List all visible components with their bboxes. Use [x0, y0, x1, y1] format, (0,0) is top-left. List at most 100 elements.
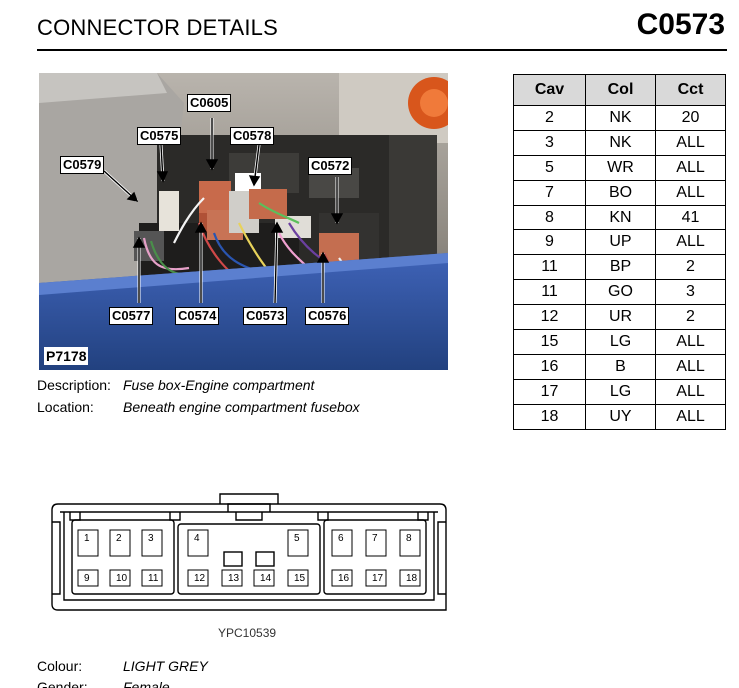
cell-col: WR [585, 154, 656, 181]
cell-col: NK [585, 129, 656, 156]
cell-cav: 11 [513, 254, 586, 281]
pin-number: 18 [406, 573, 418, 584]
pin-number: 13 [228, 573, 240, 584]
cell-cct: 41 [655, 204, 726, 231]
pin-cavity [109, 529, 131, 557]
cell-cct: ALL [655, 179, 726, 206]
pin-cavity [331, 569, 353, 587]
pin-number: 4 [194, 533, 200, 544]
location-value: Beneath engine compartment fusebox [123, 399, 360, 415]
pin-cavity [109, 569, 131, 587]
photo-reference: P7178 [44, 347, 89, 365]
cell-cav: 17 [513, 378, 586, 405]
gender-value: Female [123, 679, 170, 688]
pin-cavity [187, 529, 209, 557]
pin-cavity [77, 569, 99, 587]
photo-label-c0578: C0578 [230, 127, 275, 145]
pin-cavity [287, 529, 309, 557]
cell-col: GO [585, 279, 656, 306]
description-value: Fuse box-Engine compartment [123, 377, 315, 393]
description-row: Description:Fuse box-Engine compartment [37, 377, 314, 393]
pin-number: 3 [148, 533, 154, 544]
cell-cav: 8 [513, 204, 586, 231]
colour-row: Colour: LIGHT GREY [37, 658, 208, 674]
cell-cct: ALL [655, 329, 726, 355]
cell-col: BP [585, 254, 656, 281]
cell-col: NK [585, 105, 656, 131]
cell-cav: 9 [513, 229, 586, 256]
pin-cavity [221, 569, 243, 587]
page-title: CONNECTOR DETAILS [37, 15, 278, 40]
photo-label-c0579: C0579 [60, 156, 105, 174]
cell-cct: 20 [655, 105, 726, 131]
cell-cav: 12 [513, 304, 586, 331]
cell-col: UR [585, 304, 656, 331]
photo-label-c0573: C0573 [243, 307, 288, 325]
pin-cavity [141, 529, 163, 557]
pin-number: 7 [372, 533, 378, 544]
cell-col: UP [585, 229, 656, 256]
diagram-reference: YPC10539 [218, 626, 277, 640]
pin-cavity [331, 529, 353, 557]
photo-label-c0574: C0574 [175, 307, 220, 325]
cell-cct: ALL [655, 403, 726, 430]
cell-cav: 16 [513, 353, 586, 380]
pin-number: 10 [116, 573, 128, 584]
pin-number: 2 [116, 533, 122, 544]
header-cct: Cct [655, 74, 726, 106]
cell-cav: 11 [513, 279, 586, 306]
colour-value: LIGHT GREY [123, 658, 208, 674]
engine-fusebox-photo [39, 73, 448, 370]
cell-cct: ALL [655, 378, 726, 405]
header-cav: Cav [513, 74, 586, 106]
cell-cct: 2 [655, 304, 726, 331]
photo-label-c0572: C0572 [308, 157, 353, 175]
gender-row: Gender: Female [37, 679, 170, 688]
pin-cavity [253, 569, 275, 587]
header-col: Col [585, 74, 656, 106]
cell-cav: 2 [513, 105, 586, 131]
pin-number: 17 [372, 573, 384, 584]
cell-cct: ALL [655, 129, 726, 156]
pin-cavity [399, 529, 421, 557]
photo-label-c0575: C0575 [137, 127, 182, 145]
cell-col: KN [585, 204, 656, 231]
pin-cavity [287, 569, 309, 587]
pin-number: 6 [338, 533, 344, 544]
pin-number: 12 [194, 573, 206, 584]
cell-cct: 3 [655, 279, 726, 306]
cell-col: UY [585, 403, 656, 430]
pin-number: 8 [406, 533, 412, 544]
cell-cav: 5 [513, 154, 586, 181]
cell-cav: 15 [513, 329, 586, 355]
connector-id: C0573 [636, 8, 725, 41]
cell-col: LG [585, 378, 656, 405]
pin-cavity [365, 569, 387, 587]
gender-label: Gender: [37, 679, 88, 688]
location-row: Location:Beneath engine compartment fuse… [37, 399, 360, 415]
colour-label: Colour: [37, 658, 83, 674]
pin-number: 1 [84, 533, 90, 544]
photo-label-c0605: C0605 [187, 94, 232, 112]
pin-cavity [77, 529, 99, 557]
cell-cct: ALL [655, 353, 726, 380]
photo-label-c0576: C0576 [305, 307, 350, 325]
pin-cavity [365, 529, 387, 557]
cell-col: LG [585, 329, 656, 355]
pin-cavity [141, 569, 163, 587]
cell-cav: 7 [513, 179, 586, 206]
pin-cavity [399, 569, 421, 587]
cell-cct: ALL [655, 229, 726, 256]
photo-label-c0577: C0577 [109, 307, 154, 325]
pin-number: 14 [260, 573, 272, 584]
